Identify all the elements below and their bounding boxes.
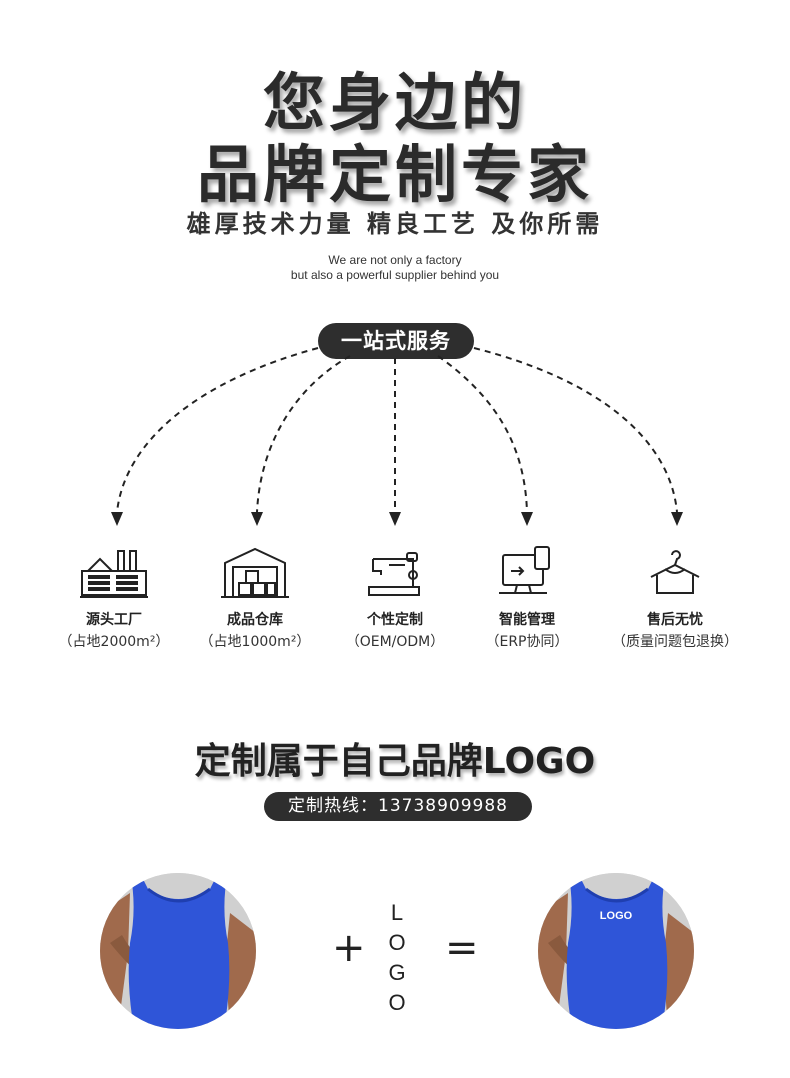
logo-vertical-text: L O G O xyxy=(386,898,408,1018)
service-name: 个性定制 xyxy=(367,612,423,628)
service-note: （质量问题包退换） xyxy=(612,634,738,650)
service-note: （OEM/ODM） xyxy=(345,634,445,650)
service-item-factory: 源头工厂 （占地2000m²） xyxy=(39,545,189,651)
service-name: 成品仓库 xyxy=(227,612,283,628)
hero-tagline-1: We are not only a factory xyxy=(328,253,462,267)
service-name: 智能管理 xyxy=(499,612,555,628)
garment-photo-with-logo: LOGO xyxy=(538,873,694,1029)
logo-letter: L xyxy=(390,900,404,925)
arrow-to-warehouse xyxy=(256,355,351,513)
arrowhead-4 xyxy=(521,512,533,526)
arrowhead-1 xyxy=(111,512,123,526)
hanger-shirt-icon xyxy=(650,550,700,594)
shirt-logo-text: LOGO xyxy=(600,910,633,922)
service-note: （ERP协同） xyxy=(485,634,569,650)
dashed-arrows xyxy=(111,347,683,526)
hero-title-line2: 品牌定制专家 xyxy=(196,138,593,211)
logo-letter: O xyxy=(388,990,406,1015)
service-name: 售后无忧 xyxy=(647,612,703,628)
hotline-badge: 定制热线：13738909988 xyxy=(264,792,532,821)
arrowhead-5 xyxy=(671,512,683,526)
computer-phone-icon xyxy=(499,546,550,594)
arrow-to-factory xyxy=(116,347,319,513)
service-title-badge: 一站式服务 xyxy=(318,323,474,359)
hero-slogan: 雄厚技术力量 精良工艺 及你所需 xyxy=(186,210,604,238)
service-item-aftersales: 售后无忧 （质量问题包退换） xyxy=(600,545,750,651)
warehouse-icon xyxy=(221,547,289,598)
service-item-warehouse: 成品仓库 （占地1000m²） xyxy=(180,545,330,651)
arrow-to-aftersales xyxy=(473,347,678,513)
arrowhead-2 xyxy=(251,512,263,526)
arrowhead-3 xyxy=(389,512,401,526)
logo-letter: O xyxy=(388,930,406,955)
service-item-management: 智能管理 （ERP协同） xyxy=(452,545,602,651)
service-name: 源头工厂 xyxy=(86,612,142,628)
service-item-custom: 个性定制 （OEM/ODM） xyxy=(320,545,470,651)
factory-icon xyxy=(80,550,148,598)
service-note: （占地2000m²） xyxy=(58,634,170,650)
equals-sign: = xyxy=(445,925,479,971)
hero-tagline-2: but also a powerful supplier behind you xyxy=(290,268,500,282)
blue-tank-dress-image xyxy=(100,873,256,1029)
service-note: （占地1000m²） xyxy=(199,634,311,650)
hero-title-line1: 您身边的 xyxy=(262,66,527,139)
plus-sign: + xyxy=(332,925,366,971)
sewing-machine-icon xyxy=(368,552,420,596)
garment-photo-plain xyxy=(100,873,256,1029)
brand-logo-title: 定制属于自己品牌LOGO xyxy=(194,741,596,782)
logo-letter: G xyxy=(388,960,406,985)
arrow-to-management xyxy=(437,355,528,513)
blue-tank-dress-logo-image: LOGO xyxy=(538,873,694,1029)
